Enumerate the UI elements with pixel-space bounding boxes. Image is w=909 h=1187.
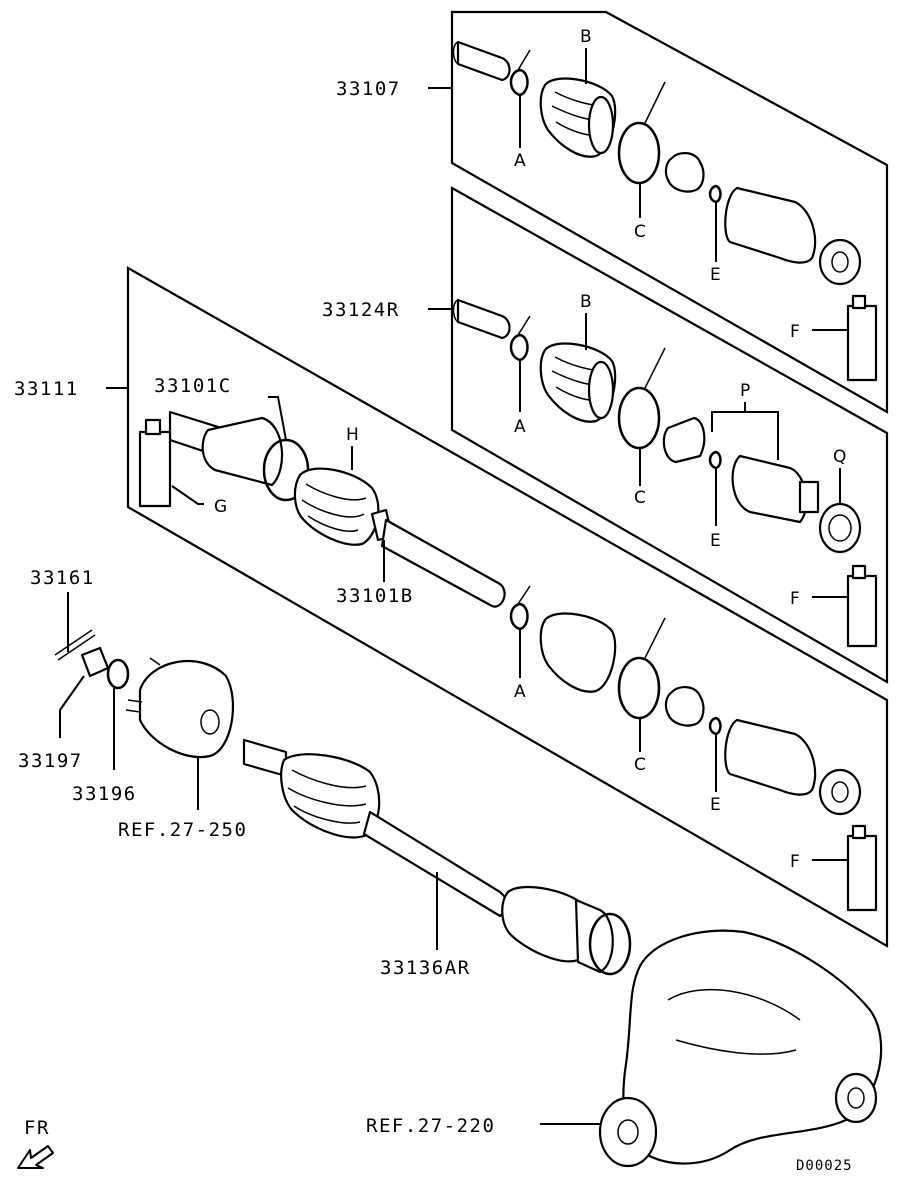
callout-F-kit3b: F — [790, 852, 800, 872]
front-direction-indicator: FR — [17, 1117, 54, 1169]
label-ref-27-250: REF.27-250 — [118, 819, 247, 841]
label-33107: 33107 — [336, 78, 401, 100]
callout-B-kit1: B — [580, 27, 592, 47]
kit-frame-33107 — [450, 10, 889, 414]
kit-33124R-parts — [452, 294, 878, 554]
callout-A-kit2: A — [514, 417, 526, 437]
label-33101C: 33101C — [154, 375, 232, 397]
front-direction-label: FR — [24, 1117, 50, 1139]
callout-P: P — [740, 381, 750, 401]
label-33136AR: 33136AR — [380, 957, 471, 979]
rear-differential — [598, 929, 883, 1168]
callout-B-kit2: B — [580, 292, 592, 312]
label-33197: 33197 — [18, 750, 83, 772]
callout-F-kit3a: F — [790, 589, 800, 609]
callout-C-kit2: C — [634, 488, 646, 508]
callout-E-kit3: E — [710, 795, 721, 815]
kit-33111-parts — [138, 410, 878, 912]
callout-C-kit1: C — [634, 222, 646, 242]
callout-A-kit3: A — [514, 682, 526, 702]
label-33111: 33111 — [14, 378, 79, 400]
label-33101B: 33101B — [336, 585, 414, 607]
kit-33107-parts — [452, 40, 862, 286]
callout-C-kit3: C — [634, 755, 646, 775]
label-33124R: 33124R — [322, 299, 400, 321]
callout-E-kit1: E — [710, 265, 721, 285]
callout-Q: Q — [833, 447, 846, 467]
leader-lines — [59, 48, 848, 1125]
front-arrow-icon — [17, 1145, 54, 1169]
drive-shaft-33136AR — [242, 738, 632, 976]
drawing-code: D00025 — [796, 1158, 853, 1174]
kit-frame-33124R — [450, 186, 889, 684]
kit-frame-33111 — [126, 266, 889, 948]
callout-E-kit2: E — [710, 531, 721, 551]
label-33196: 33196 — [72, 783, 137, 805]
callout-F-kit2: F — [790, 322, 800, 342]
label-ref-27-220: REF.27-220 — [366, 1115, 495, 1137]
callout-G: G — [214, 497, 227, 517]
label-33161: 33161 — [30, 567, 95, 589]
callout-A-kit1: A — [514, 151, 526, 171]
callout-H: H — [346, 425, 359, 445]
hub-assembly — [54, 629, 235, 759]
